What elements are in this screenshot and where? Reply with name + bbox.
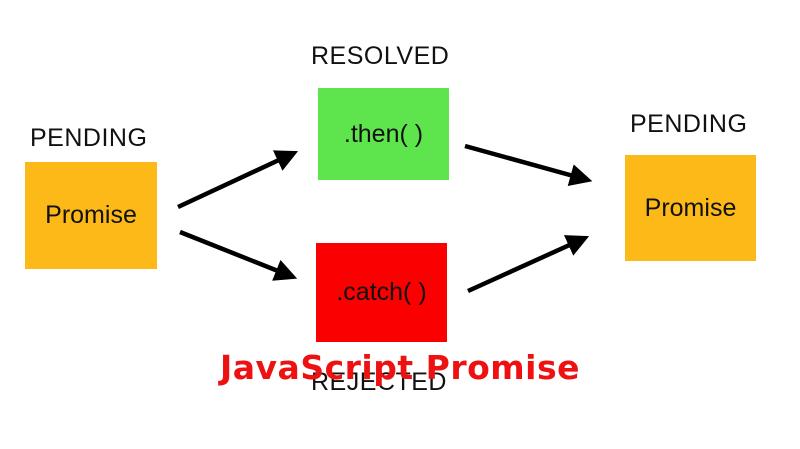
rejected-label: REJECTED xyxy=(311,368,447,396)
title-caption: JavaScript Promise xyxy=(220,348,580,387)
catch-box: .catch( ) xyxy=(316,243,447,342)
arrow-catch-to-promise xyxy=(467,235,590,294)
left-pending-label: PENDING xyxy=(30,124,148,152)
left-promise-box: Promise xyxy=(25,162,157,269)
resolved-label: RESOLVED xyxy=(311,42,450,70)
left-promise-text: Promise xyxy=(45,201,137,229)
right-promise-text: Promise xyxy=(644,193,737,222)
right-pending-label: PENDING xyxy=(630,110,748,138)
arrow-promise-to-catch xyxy=(179,229,298,281)
arrow-promise-to-then xyxy=(177,150,299,210)
arrow-then-to-promise xyxy=(464,143,593,187)
then-text: .then( ) xyxy=(343,119,424,148)
catch-text: .catch( ) xyxy=(336,278,427,306)
right-promise-box: Promise xyxy=(625,155,756,261)
then-box: .then( ) xyxy=(318,88,449,180)
